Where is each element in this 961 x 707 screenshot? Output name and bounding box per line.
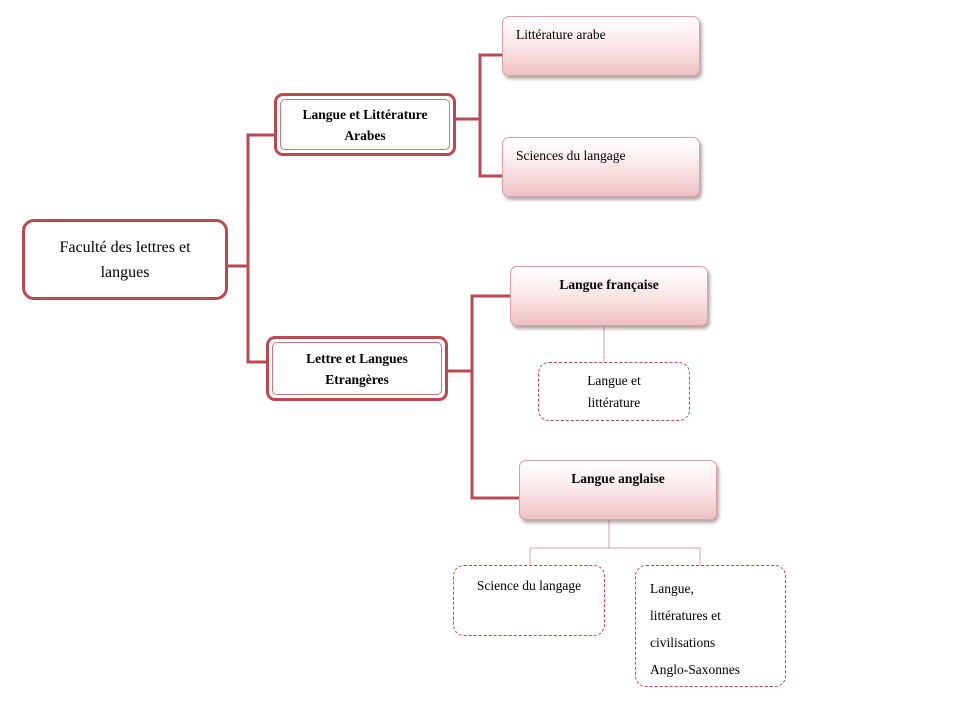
thin-connectors <box>529 326 701 565</box>
department-node-foreign-label: Lettre et Langues Etrangères <box>306 350 408 387</box>
root-node-faculty: Faculté des lettres et langues <box>22 219 228 300</box>
connector-dept2-trunk <box>470 294 519 500</box>
specialty-node-label: Langue, littératures et civilisations An… <box>650 581 740 677</box>
connector-root-trunk <box>246 133 274 364</box>
program-node-english: Langue anglaise <box>519 460 717 520</box>
program-node-label: Langue anglaise <box>571 471 665 486</box>
department-node-arabic: Langue et Littérature Arabes <box>274 93 456 156</box>
department-node-foreign-inner: Lettre et Langues Etrangères <box>272 342 442 395</box>
program-node-label: Sciences du langage <box>516 148 626 163</box>
program-node-arabic-literature: Littérature arabe <box>502 16 700 76</box>
connector-dept1-trunk <box>478 53 502 178</box>
program-node-label: Littérature arabe <box>516 27 606 42</box>
program-node-french: Langue française <box>510 266 708 326</box>
specialty-node-label: Langue et littérature <box>587 372 641 410</box>
program-node-label: Langue française <box>559 277 659 292</box>
main-connectors <box>228 53 519 500</box>
specialty-node-language-science: Science du langage <box>453 565 605 636</box>
department-node-arabic-inner: Langue et Littérature Arabes <box>280 99 450 150</box>
specialty-node-anglo-saxon: Langue, littératures et civilisations An… <box>635 565 786 687</box>
specialty-node-french-language-literature: Langue et littérature <box>538 362 690 421</box>
department-node-foreign: Lettre et Langues Etrangères <box>266 336 448 401</box>
specialty-node-label: Science du langage <box>476 578 582 593</box>
program-node-language-sciences: Sciences du langage <box>502 137 700 197</box>
root-node-label: Faculté des lettres et langues <box>59 238 191 281</box>
department-node-arabic-label: Langue et Littérature Arabes <box>302 106 428 143</box>
